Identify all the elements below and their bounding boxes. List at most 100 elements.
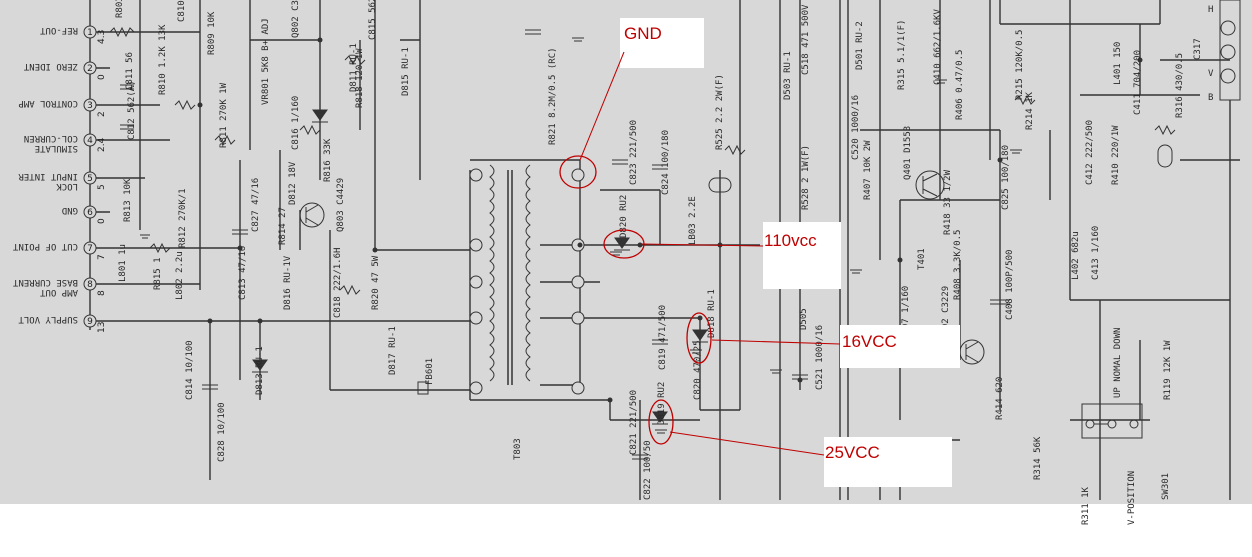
- label-r408: R408 3.3K/0.5: [953, 230, 963, 300]
- label-c520: C520 1000/16: [851, 95, 861, 160]
- label-r410: R410 220/1W: [1111, 125, 1121, 185]
- connector-label: SUPPLY VOLT: [18, 314, 78, 324]
- label-d812: D812 18V: [288, 161, 298, 205]
- label-d501: D501 RU-2: [855, 21, 865, 70]
- transformer-t803: [489, 164, 531, 385]
- label-q402: Q402 C3229: [941, 286, 951, 340]
- connector-pin-value: 7: [97, 254, 107, 260]
- annotation-25vcc-label: 25VCC: [825, 443, 880, 462]
- connector-pin-value: 0: [97, 218, 107, 224]
- label-r820: R820 47 5W: [371, 255, 381, 310]
- capacitor-symbol: [232, 229, 248, 235]
- label-l801: L801 1u: [118, 244, 128, 282]
- label-c823: C823 221/500: [629, 120, 639, 185]
- resistor-symbol: [339, 284, 361, 296]
- label-d818: D818 RU-1: [707, 289, 717, 338]
- label-d503: D503 RU-1: [783, 51, 793, 100]
- label-c811: C811 56: [125, 52, 135, 90]
- voltage-annotations: GND 110vcc 16VCC 25VCC: [559, 18, 960, 487]
- output-connector: [1219, 0, 1241, 101]
- connector-label: GND: [62, 205, 78, 215]
- connector-label: CONTROL AMP: [18, 98, 78, 108]
- label-conn-h: H: [1208, 5, 1213, 15]
- capacitor-symbol: [652, 339, 668, 345]
- annotation-16vcc-circle: [686, 312, 712, 364]
- label-c407: C407 1/160: [901, 286, 911, 340]
- capacitor-symbol: [612, 159, 628, 165]
- label-c816: C816 1/160: [291, 96, 301, 150]
- label-r119: R119 12K 1W: [1163, 340, 1173, 400]
- transistor-symbol: [915, 170, 945, 200]
- annotation-gnd-leader: [579, 51, 625, 161]
- label-r813: R813 10K: [123, 178, 133, 222]
- connector-pin-number: 9: [87, 317, 93, 327]
- diode-symbol: [614, 237, 630, 251]
- label-d813: D813 RU-1: [255, 346, 265, 395]
- transistor-symbol: [299, 202, 325, 228]
- transformer-pins: [469, 168, 585, 395]
- label-r407: R407 10K 2W: [863, 140, 873, 200]
- label-r311: R311 1K: [1081, 486, 1091, 525]
- label-d820: D820 RU2: [619, 195, 629, 238]
- label-c518: C518 471 500V: [801, 4, 811, 75]
- label-r406: R406 0.47/0.5: [955, 50, 965, 120]
- label-r316: R316 430/0.5: [1175, 53, 1185, 118]
- capacitor-symbol: [652, 164, 668, 170]
- annotation-25vcc-leader: [669, 431, 825, 456]
- component-labels: R803 C810 R809 10K C811 56 R810 1.2K 13K…: [115, 0, 1214, 525]
- label-l402: L402 682u: [1071, 231, 1081, 280]
- connector-pin-number: 1: [87, 28, 93, 38]
- annotation-box-gnd: [620, 18, 704, 68]
- ground-symbols: [140, 37, 1022, 434]
- resistor-symbol: [1154, 124, 1176, 136]
- label-r315: R315 5.1/1(F): [897, 20, 907, 90]
- resistor-symbol: [1014, 94, 1036, 106]
- annotation-box-25vcc: [824, 437, 952, 487]
- label-r816: R816 33K: [323, 138, 333, 182]
- resistor-symbol: [344, 54, 366, 66]
- capacitor-symbol: [120, 124, 134, 130]
- annotation-110vcc-leader: [641, 243, 764, 247]
- diode-symbol: [312, 109, 328, 123]
- label-c827: C827 47/16: [251, 178, 261, 232]
- label-r803: R803: [115, 0, 125, 18]
- label-q803: Q803 C4429: [336, 178, 346, 232]
- label-l802: L802 2.2u: [175, 251, 185, 300]
- capacitor-symbol: [632, 454, 648, 460]
- label-c818: C818 222/1.6H: [333, 248, 343, 318]
- label-r528: R528 2 1W(F): [801, 145, 811, 210]
- label-r815: R815 1: [153, 257, 163, 290]
- label-d815: D815 RU-1: [401, 47, 411, 96]
- label-conn-b: B: [1208, 93, 1213, 103]
- connector-pin-value: 4.3: [97, 30, 107, 44]
- connector-pin-value: 8: [97, 290, 107, 296]
- label-v-position: V-POSITION: [1127, 471, 1137, 525]
- label-d817: D817 RU-1: [388, 326, 398, 375]
- label-r525: R525 2.2 2W(F): [715, 74, 725, 150]
- fb601-symbol: [417, 381, 429, 395]
- label-c408: C408 100P/500: [1005, 250, 1015, 320]
- label-t401: T401: [917, 248, 927, 270]
- label-r215: R215 120K/0.5: [1015, 30, 1025, 100]
- label-c810: C810: [177, 0, 187, 22]
- connector-pin-number: 5: [87, 174, 93, 184]
- label-q802: Q802 C3206: [291, 0, 301, 38]
- connector-pin-number: 8: [87, 280, 93, 290]
- connector-pin-value: 0: [97, 74, 107, 80]
- capacitor-symbol: [990, 299, 1010, 305]
- label-q401: Q401 D1553: [903, 126, 913, 180]
- label-c828: C828 10/100: [217, 402, 227, 462]
- label-c812: C812 562(A): [127, 80, 137, 140]
- label-r811: R811 270K 1W: [219, 82, 229, 148]
- connector-label: COL-CURREN: [24, 133, 78, 143]
- label-c412: C412 222/500: [1085, 120, 1095, 185]
- diode-symbol: [252, 359, 268, 373]
- label-c821: C821 221/500: [629, 390, 639, 455]
- label-c820: C820 470/25: [693, 340, 703, 400]
- connector-pin-number: 6: [87, 208, 93, 218]
- connector-pin-number: 4: [87, 136, 93, 146]
- coil-symbol: [708, 177, 732, 193]
- connector-label: SIMULATE: [35, 143, 78, 153]
- connector-label: REF-OUT: [39, 25, 78, 35]
